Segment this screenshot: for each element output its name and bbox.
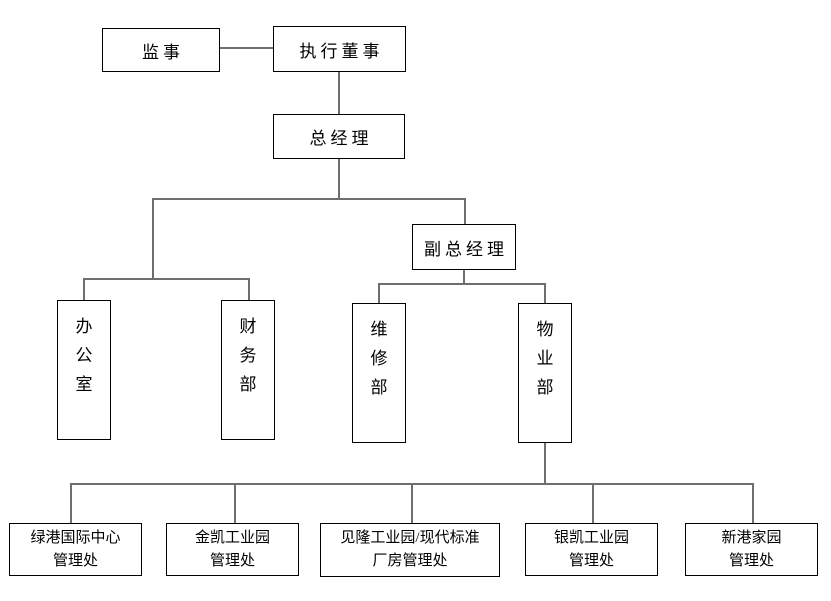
node-office-label: 办公室 xyxy=(75,317,93,394)
connector-left-branch-bus xyxy=(83,278,250,280)
node-jinkai-industrial-park: 金凯工业园 管理处 xyxy=(166,523,299,576)
connector-jinkai-drop xyxy=(234,483,236,523)
node-finance-dept: 财务部 xyxy=(221,300,275,440)
connector-xingang-drop xyxy=(752,483,754,523)
connector-gm-drop xyxy=(338,159,340,200)
node-lvgang-intl-center-line1: 绿港国际中心 xyxy=(30,529,121,546)
node-property-dept-label: 物业部 xyxy=(536,320,554,397)
node-general-manager: 总经理 xyxy=(273,114,405,159)
node-finance-dept-label: 财务部 xyxy=(239,317,257,394)
connector-deputy-branch-bus xyxy=(378,283,546,285)
node-jianlong-modern-standard-line1: 见隆工业园/现代标准 xyxy=(340,530,480,546)
connector-lvgang-drop xyxy=(70,483,72,523)
node-xingang-homeland-line2: 管理处 xyxy=(728,552,774,569)
node-general-manager-label: 总经理 xyxy=(309,129,373,148)
connector-left-branch-drop xyxy=(152,198,154,279)
node-yinkai-industrial-park-line1: 银凯工业园 xyxy=(553,529,629,546)
node-yinkai-industrial-park: 银凯工业园 管理处 xyxy=(525,523,658,576)
node-deputy-general-manager-label: 副总经理 xyxy=(424,239,508,259)
node-xingang-homeland-line1: 新港家园 xyxy=(721,529,782,546)
connector-supervisor-director xyxy=(220,47,273,49)
node-executive-director: 执行董事 xyxy=(273,26,406,72)
connector-maintenance-drop xyxy=(378,283,380,304)
node-jinkai-industrial-park-line1: 金凯工业园 xyxy=(194,529,270,546)
connector-deputy-gm-drop xyxy=(464,198,466,224)
connector-property-bottom-drop xyxy=(544,443,546,484)
connector-jianlong-drop xyxy=(411,483,413,523)
connector-director-gm xyxy=(338,72,340,114)
node-jinkai-industrial-park-line2: 管理处 xyxy=(209,552,255,569)
node-executive-director-label: 执行董事 xyxy=(299,41,384,61)
connector-property-drop xyxy=(544,283,546,304)
node-maintenance-dept: 维修部 xyxy=(352,303,406,443)
node-deputy-general-manager: 副总经理 xyxy=(412,224,516,270)
node-yinkai-industrial-park-line2: 管理处 xyxy=(568,552,614,569)
node-office: 办公室 xyxy=(57,300,111,440)
node-property-dept: 物业部 xyxy=(518,303,572,443)
node-xingang-homeland: 新港家园 管理处 xyxy=(685,523,818,576)
node-supervisor-label: 监事 xyxy=(142,42,184,62)
connector-office-drop xyxy=(83,278,85,301)
connector-finance-drop xyxy=(248,278,250,301)
node-supervisor: 监事 xyxy=(102,28,220,72)
node-lvgang-intl-center-line2: 管理处 xyxy=(52,552,98,569)
node-maintenance-dept-label: 维修部 xyxy=(370,320,388,397)
node-lvgang-intl-center: 绿港国际中心 管理处 xyxy=(9,523,142,576)
node-jianlong-modern-standard-line2: 厂房管理处 xyxy=(372,553,448,569)
connector-gm-bus xyxy=(152,198,466,200)
node-jianlong-modern-standard: 见隆工业园/现代标准 厂房管理处 xyxy=(320,523,500,577)
connector-deputy-branch-drop xyxy=(463,270,465,285)
connector-yinkai-drop xyxy=(592,483,594,523)
